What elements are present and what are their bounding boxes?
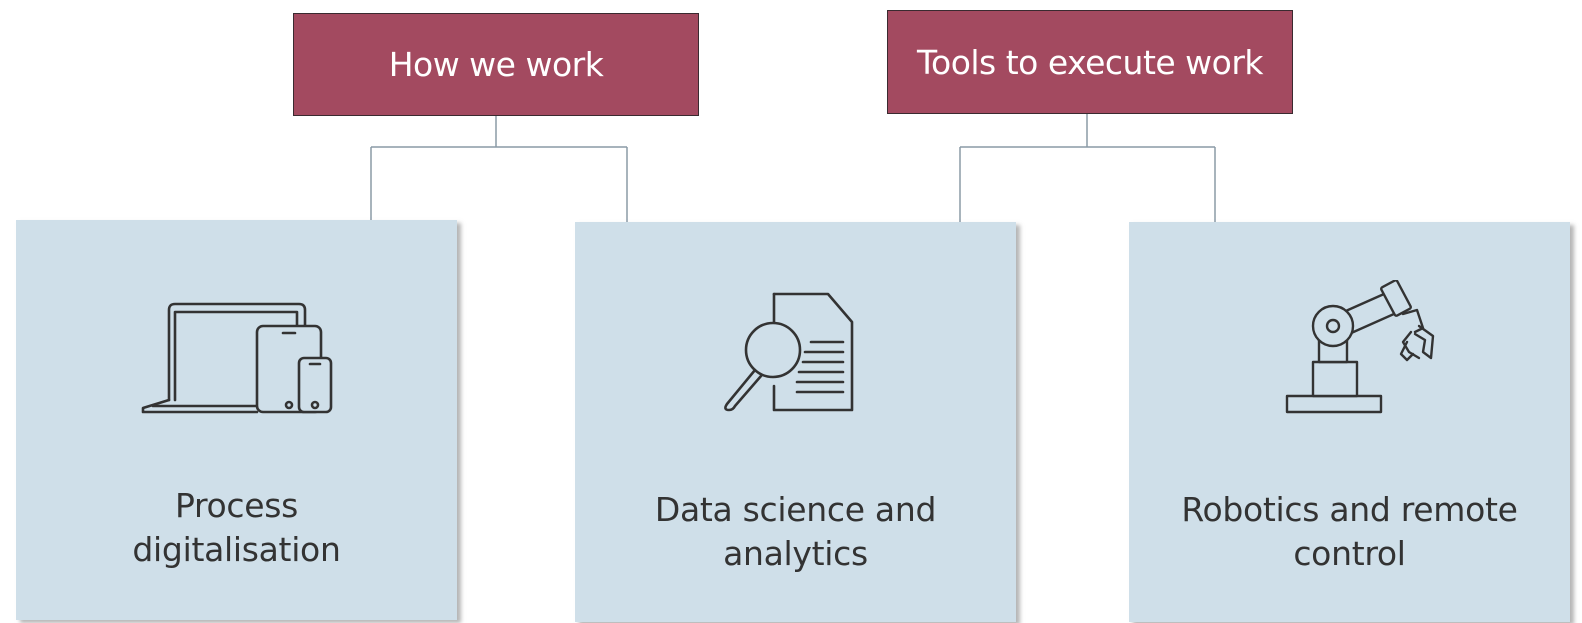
card-label-process-digitalisation: Process digitalisation <box>132 486 341 569</box>
header-how-we-work: How we work <box>293 13 699 116</box>
devices-icon <box>141 302 333 414</box>
robot-arm-icon <box>1285 280 1435 414</box>
card-label-data-science-and-analytics: Data science and analytics <box>654 490 937 573</box>
document-search-icon <box>724 292 854 412</box>
card-process-digitalisation: Process digitalisation <box>16 220 457 620</box>
card-data-science-and-analytics: Data science and analytics <box>575 222 1016 622</box>
header-tools-to-execute-work: Tools to execute work <box>887 10 1293 114</box>
card-label-robotics-and-remote-control: Robotics and remote control <box>1181 490 1518 573</box>
card-robotics-and-remote-control: Robotics and remote control <box>1129 222 1570 622</box>
